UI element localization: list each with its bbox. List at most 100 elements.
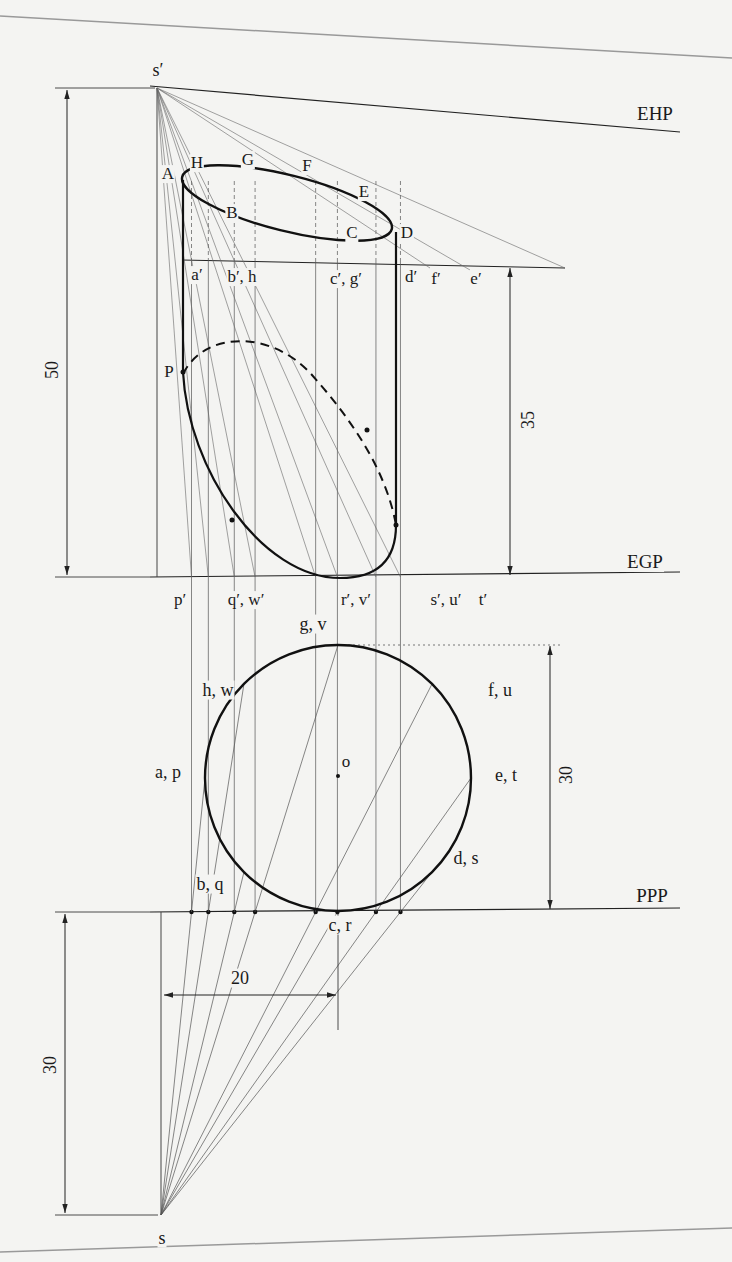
- construction-line: [161, 912, 162, 1215]
- visual-ray: [157, 88, 208, 577]
- drawing-label: q′, w′: [227, 591, 266, 609]
- drawing-label: A: [161, 165, 175, 183]
- visual-ray: [157, 88, 316, 577]
- drawing-label: P: [163, 363, 174, 381]
- dimension-line: [164, 995, 336, 996]
- drawing-label: p′: [173, 591, 187, 609]
- drawing-label: 30: [41, 1055, 60, 1075]
- drawing-label: PPP: [635, 886, 669, 906]
- visual-ray: [157, 88, 470, 270]
- point-dot: [394, 523, 399, 528]
- extension-line: [55, 1215, 158, 1216]
- drawing-label: 50: [43, 360, 62, 380]
- drawing-label: t′: [478, 591, 488, 609]
- drawing-label: 20: [230, 969, 250, 988]
- drawing-label: D: [400, 224, 414, 242]
- page-edge: [0, 1228, 732, 1252]
- extension-line: [55, 88, 155, 89]
- visual-ray: [157, 88, 430, 268]
- egp-line: [150, 572, 680, 577]
- projector-line: [337, 262, 338, 912]
- page-edge: [0, 16, 732, 58]
- visual-ray: [157, 88, 565, 268]
- visual-ray: [157, 88, 234, 577]
- projector-line: [375, 180, 376, 262]
- top-ellipse: [175, 150, 398, 257]
- drawing-label: s′: [152, 61, 165, 80]
- projector-line: [315, 262, 316, 912]
- visual-ray: [157, 88, 376, 577]
- drawing-label: b′, h: [226, 268, 257, 286]
- drawing-label: a′: [190, 266, 203, 284]
- section-curve: [183, 372, 396, 578]
- drawing-label: 30: [557, 765, 576, 785]
- construction-lines: [157, 88, 565, 1215]
- drawing-label: F: [301, 157, 312, 175]
- extension-line: [338, 645, 560, 646]
- visual-ray: [157, 88, 400, 577]
- projector-line: [234, 262, 235, 912]
- projector-line: [400, 180, 401, 262]
- projector-line: [400, 262, 401, 912]
- point-dot: [365, 428, 370, 433]
- visual-ray: [161, 684, 432, 1215]
- drawing-label: G: [241, 151, 255, 169]
- projector-line: [208, 262, 209, 912]
- projector-line: [208, 180, 209, 262]
- centre-dot: [336, 774, 340, 778]
- projector-line: [375, 262, 376, 912]
- cylinder-outline: [182, 180, 184, 372]
- drawing-label: 35: [519, 410, 538, 430]
- dimension-line: [510, 268, 511, 575]
- drawing-label: a, p: [154, 763, 182, 782]
- visual-ray: [161, 645, 338, 1215]
- plan-circle: [205, 645, 471, 911]
- drawing-label: E: [358, 183, 370, 201]
- extension-line: [55, 912, 150, 913]
- ehp-line: [150, 86, 680, 132]
- visual-ray: [157, 88, 255, 577]
- drawing-label: r′, v′: [340, 591, 372, 609]
- hidden-curve: [183, 341, 396, 525]
- drawing-label: e, t: [494, 766, 518, 785]
- horizon-line: [182, 260, 565, 268]
- point-dot: [181, 370, 186, 375]
- projector-line: [255, 262, 256, 912]
- drawing-label: d′: [404, 268, 418, 286]
- drawing-label: e′: [469, 270, 482, 288]
- visual-ray: [161, 911, 338, 1215]
- drawing-label: c, r: [328, 916, 353, 935]
- construction-line: [157, 88, 158, 577]
- drawing-label: h, w: [202, 681, 235, 700]
- dimension-line: [550, 646, 551, 909]
- dimension-line: [65, 914, 66, 1213]
- drawing-label: f, u: [487, 681, 513, 700]
- dimension-line: [67, 90, 68, 575]
- visual-ray: [161, 872, 244, 1215]
- drawing-label: s: [157, 1229, 166, 1248]
- drawing-label: o: [341, 753, 352, 771]
- extension-line: [55, 577, 150, 578]
- drawing-label: B: [225, 204, 238, 222]
- drawing-label: f′: [430, 270, 441, 288]
- projector-line: [255, 180, 256, 262]
- visual-ray: [157, 88, 337, 577]
- drawing-label: H: [190, 154, 204, 172]
- ppp-line: [150, 908, 680, 912]
- drawing-label: g, v: [299, 615, 328, 634]
- projector-line: [191, 262, 192, 912]
- drawing-label: c′, g′: [329, 270, 363, 288]
- cylinder-outline: [395, 232, 397, 525]
- drawing-label: EGP: [626, 552, 664, 572]
- visual-ray: [161, 872, 432, 1215]
- point-dot: [230, 518, 235, 523]
- visual-ray: [161, 778, 205, 1215]
- drawing-label: C: [345, 224, 358, 242]
- drawing-label: s′, u′: [429, 591, 462, 609]
- visual-ray: [157, 88, 192, 577]
- drawing-label: EHP: [636, 104, 674, 124]
- projector-line: [337, 180, 338, 262]
- drawing-label: b, q: [196, 875, 225, 894]
- drawing-label: d, s: [452, 849, 479, 868]
